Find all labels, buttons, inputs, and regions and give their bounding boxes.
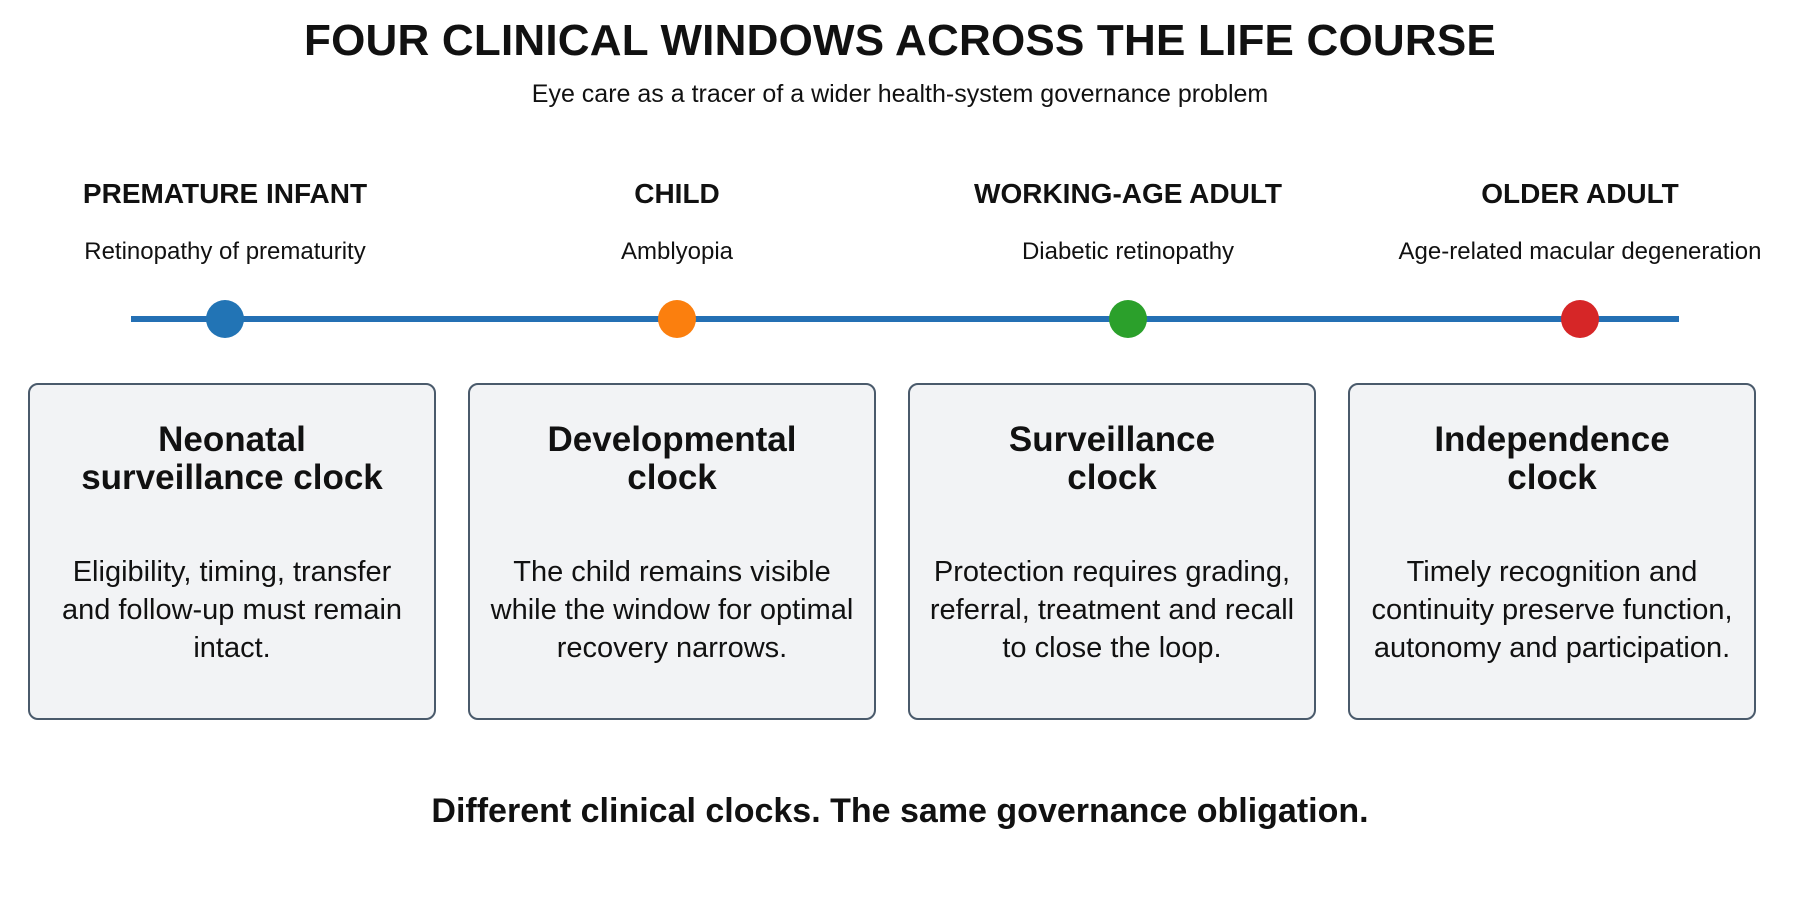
stage-label-older-adult: OLDER ADULT	[1481, 178, 1679, 209]
card-developmental-clock: Developmental clock The child remains vi…	[468, 383, 876, 720]
card-title: Neonatal surveillance clock	[81, 420, 383, 497]
stage-label-working-age-adult: WORKING-AGE ADULT	[974, 178, 1282, 209]
card-body: The child remains visible while the wind…	[490, 556, 854, 664]
card-body: Timely recognition and continuity preser…	[1371, 556, 1733, 664]
timeline-dot-working-age-adult	[1109, 300, 1147, 338]
stage-condition-child: Amblyopia	[620, 238, 734, 265]
stage-condition-premature-infant: Retinopathy of prematurity	[84, 238, 366, 265]
diagram-subtitle: Eye care as a tracer of a wider health-s…	[531, 80, 1269, 108]
card-title: Developmental clock	[547, 420, 797, 497]
card-title: Surveillance clock	[1008, 420, 1216, 497]
timeline-dot-older-adult	[1561, 300, 1599, 338]
stage-label-premature-infant: PREMATURE INFANT	[82, 178, 368, 209]
card-surveillance-clock: Surveillance clock Protection requires g…	[908, 383, 1316, 720]
card-title: Independence clock	[1434, 420, 1670, 497]
stage-condition-older-adult: Age-related macular degeneration	[1398, 238, 1762, 265]
card-body: Eligibility, timing, transfer and follow…	[61, 556, 403, 664]
footer-statement: Different clinical clocks. The same gove…	[431, 792, 1369, 830]
stage-label-child: CHILD	[634, 178, 720, 209]
timeline-dot-child	[658, 300, 696, 338]
timeline-line	[131, 316, 1679, 322]
card-independence-clock: Independence clock Timely recognition an…	[1348, 383, 1756, 720]
stage-condition-working-age-adult: Diabetic retinopathy	[1021, 238, 1235, 265]
card-neonatal-clock: Neonatal surveillance clock Eligibility,…	[28, 383, 436, 720]
card-body: Protection requires grading, referral, t…	[929, 556, 1295, 664]
diagram-title: FOUR CLINICAL WINDOWS ACROSS THE LIFE CO…	[304, 16, 1496, 65]
timeline-dot-premature-infant	[206, 300, 244, 338]
